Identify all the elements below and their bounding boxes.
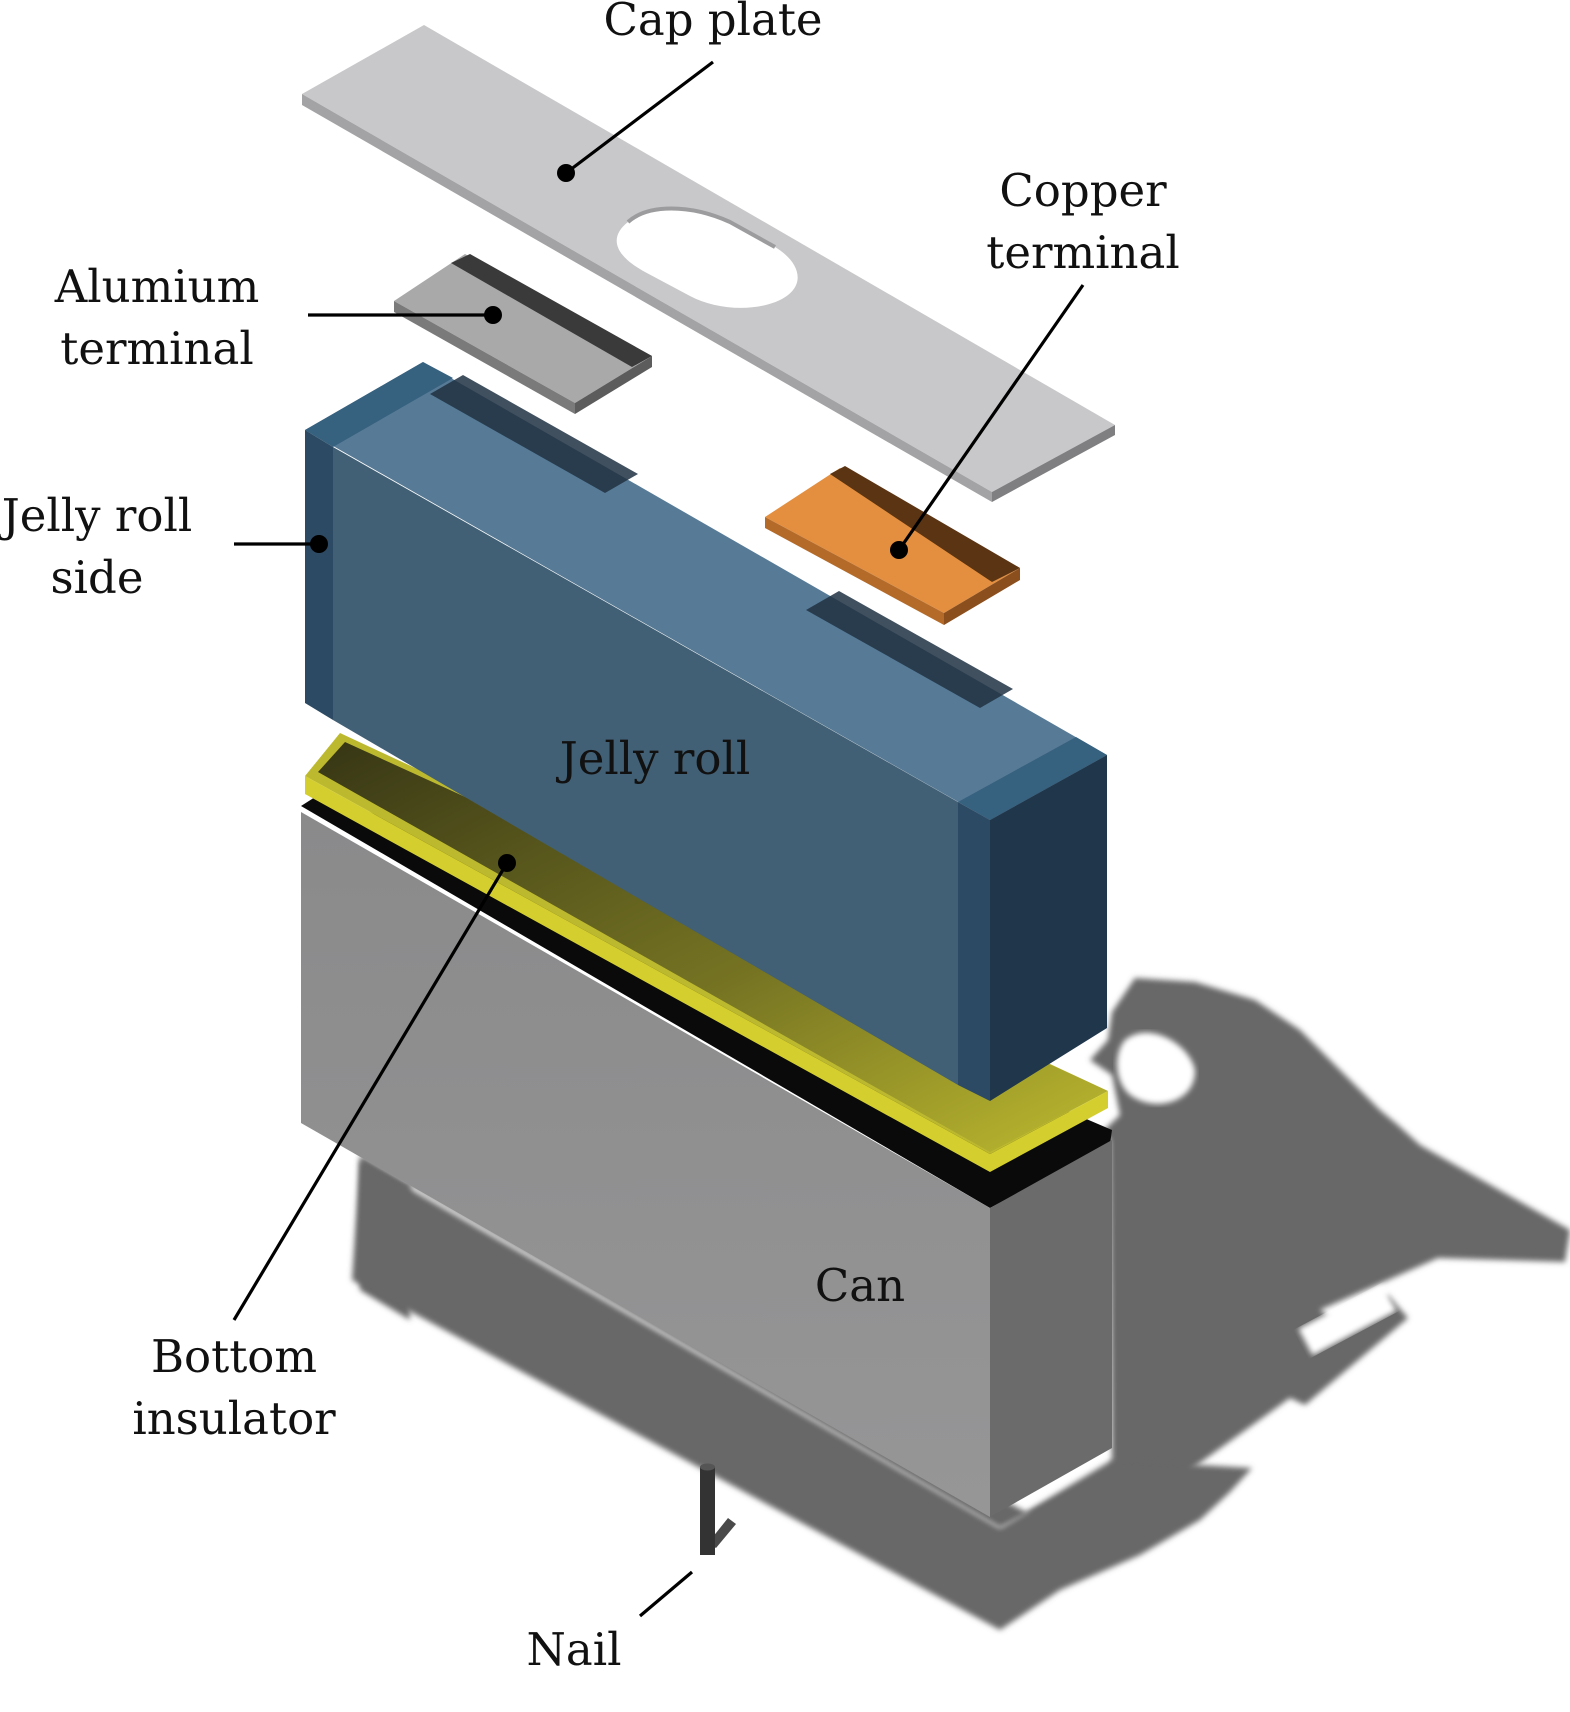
aluminium-terminal-band xyxy=(451,254,652,367)
jelly-roll-top-face xyxy=(305,362,1107,820)
aluminium-terminal-edge xyxy=(575,356,652,414)
copper-terminal-label: Copper xyxy=(999,164,1167,217)
shadow-shape xyxy=(352,1160,1252,1630)
shadow-shape xyxy=(360,978,1570,1528)
jelly-roll-top-band xyxy=(806,591,1013,708)
cap-plate-dot xyxy=(557,164,575,182)
jelly-roll-left-end xyxy=(305,430,333,720)
nail-body xyxy=(700,1467,715,1555)
nail-tip xyxy=(700,1463,715,1471)
cap-plate-hole xyxy=(616,208,798,308)
cap-plate-front-edge xyxy=(302,94,992,502)
jelly-roll xyxy=(305,362,1107,1101)
jelly-roll-side-label: side xyxy=(51,551,144,604)
aluminium-terminal xyxy=(394,254,652,414)
aluminium-terminal-edge xyxy=(394,301,575,414)
copper-terminal xyxy=(765,466,1020,625)
bottom-insulator-label: insulator xyxy=(132,1392,336,1445)
jelly-roll-side-face xyxy=(990,755,1107,1101)
aluminium-terminal-dot xyxy=(484,306,502,324)
aluminium-terminal-label: Alumium xyxy=(54,260,260,313)
cap-plate-leader xyxy=(565,60,714,175)
shadow-notch xyxy=(1298,1284,1397,1356)
copper-terminal-band xyxy=(830,466,1020,582)
labels: Cap plate Copper terminal Alumium termin… xyxy=(0,0,1180,1676)
copper-terminal-edge xyxy=(944,568,1020,625)
copper-terminal-leader xyxy=(897,284,1085,551)
can-front-face xyxy=(301,812,990,1517)
bottom-insulator-leader xyxy=(232,862,509,1321)
nail-leader xyxy=(638,1570,694,1618)
can-label: Can xyxy=(815,1259,905,1312)
jelly-roll-top-left-edge xyxy=(305,362,453,447)
copper-terminal-top xyxy=(765,468,1020,613)
cap-plate-hole-wall xyxy=(626,206,776,249)
bottom-insulator-label: Bottom xyxy=(151,1330,317,1383)
ground-shadow xyxy=(352,978,1570,1630)
bottom-insulator-dot xyxy=(498,854,516,872)
aluminium-terminal-label: terminal xyxy=(60,322,254,375)
jelly-roll-side-label: Jelly roll xyxy=(0,489,192,542)
jelly-roll-top-band xyxy=(430,375,638,493)
jelly-roll-top-right-edge xyxy=(958,737,1107,820)
can-right-face xyxy=(990,1140,1112,1517)
copper-terminal-edge xyxy=(765,517,944,625)
leader-lines xyxy=(232,60,1085,1618)
shadow-hole xyxy=(1117,1032,1196,1104)
jelly-roll-front-right-strip xyxy=(958,802,990,1101)
copper-terminal-dot xyxy=(890,541,908,559)
nail xyxy=(700,1463,736,1555)
jelly-roll-side-dot xyxy=(310,535,328,553)
cap-plate-side-edge xyxy=(992,425,1115,502)
cap-plate xyxy=(302,25,1115,502)
cap-plate-label: Cap plate xyxy=(603,0,822,46)
nail-label: Nail xyxy=(527,1623,622,1676)
copper-terminal-label: terminal xyxy=(986,226,1180,279)
jelly-roll-front-face xyxy=(333,447,958,1085)
jelly-roll-label: Jelly roll xyxy=(556,732,751,785)
aluminium-terminal-top xyxy=(394,254,652,403)
